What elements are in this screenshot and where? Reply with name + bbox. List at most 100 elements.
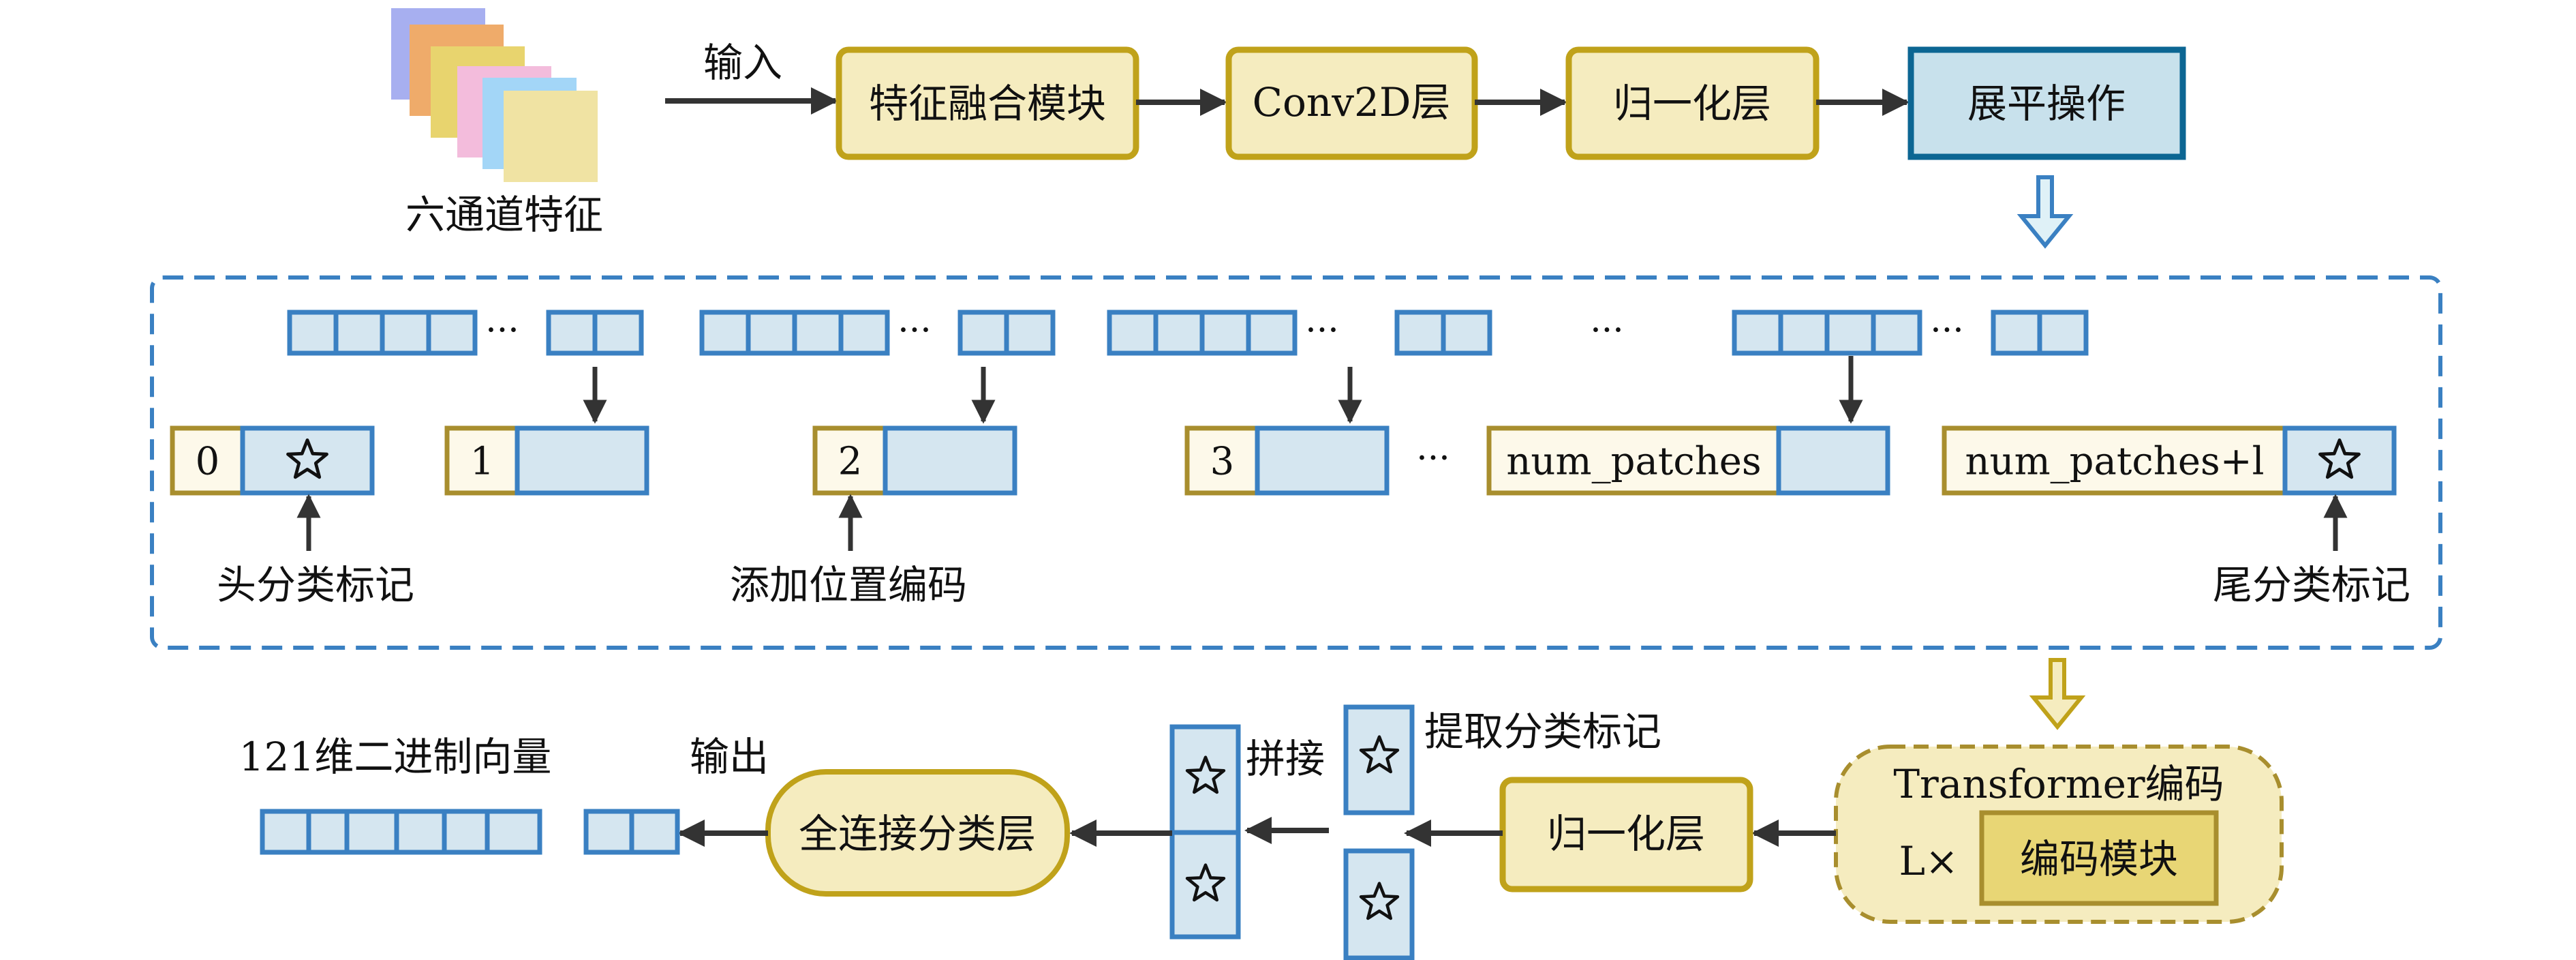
vector-cell (306, 809, 350, 855)
ellipsis: ··· (1305, 310, 1339, 351)
embedding-cell (1776, 425, 1890, 496)
concatenated-cls-tokens (1169, 724, 1241, 940)
vector-cell (1394, 310, 1446, 356)
transformer-encoder[interactable]: Transformer编码 L× 编码模块 (1834, 745, 2284, 924)
vector-cell (380, 310, 431, 356)
position-index: 0 (196, 440, 220, 484)
channels-label: 六通道特征 (405, 192, 603, 238)
ellipsis: ··· (1416, 438, 1450, 479)
vector-cell (260, 809, 311, 855)
vector-cell (1004, 310, 1056, 356)
embedding-cell (515, 425, 649, 496)
transformer-label: Transformer编码 (1893, 761, 2224, 807)
vector-cell (546, 310, 598, 356)
patch-vector: ··· (699, 310, 1056, 356)
box-fc-classifier[interactable]: 全连接分类层 (765, 769, 1070, 897)
token-3: 3 (1184, 425, 1390, 496)
vector-cell (792, 310, 844, 356)
input-label: 输入 (703, 40, 782, 86)
vector-cell (333, 310, 385, 356)
vector-cell (2037, 310, 2089, 356)
embedding-cell (883, 425, 1017, 496)
extract-label: 提取分类标记 (1424, 708, 1661, 755)
vector-cell (394, 809, 447, 855)
patch-vector: ··· (287, 310, 644, 356)
token-5: num_patches+l (1942, 425, 2397, 496)
embedding-cell (240, 425, 375, 496)
vector-cell (1991, 310, 2042, 356)
box-feature-fusion[interactable]: 特征融合模块 (835, 46, 1139, 160)
vector-cell (1732, 310, 1783, 356)
repeat-label: L× (1899, 838, 1958, 884)
embedding-cell (1255, 425, 1390, 496)
embedding-cell (2282, 425, 2397, 496)
box-conv2d[interactable]: Conv2D层 (1225, 46, 1478, 160)
extracted-cls-token-head (1343, 704, 1415, 815)
token-2: 2 (812, 425, 1017, 496)
hollow-down-arrow-blue (2017, 175, 2074, 249)
embedding-region (150, 275, 2442, 650)
vector-cell (1441, 310, 1492, 356)
vector-cell (592, 310, 644, 356)
svg-text:Conv2D层: Conv2D层 (1253, 79, 1451, 125)
concat-label: 拼接 (1246, 736, 1325, 782)
vector-cell (746, 310, 797, 356)
position-index: 3 (1210, 440, 1235, 484)
ellipsis: ··· (485, 310, 519, 351)
box-flatten[interactable]: 展平操作 (1907, 46, 2186, 160)
pos-enc-label: 添加位置编码 (730, 562, 967, 608)
vector-cell (1107, 310, 1159, 356)
vector-cell (699, 310, 751, 356)
output-vector-tail (583, 809, 680, 855)
svg-text:特征融合模块: 特征融合模块 (869, 80, 1106, 127)
vector-cell (1871, 310, 1922, 356)
svg-text:全连接分类层: 全连接分类层 (799, 811, 1036, 857)
output-vector (260, 809, 680, 855)
position-index: num_patches (1506, 440, 1761, 484)
svg-text:展平操作: 展平操作 (1967, 80, 2126, 127)
vector-cell (287, 310, 339, 356)
token-4: num_patches (1486, 425, 1890, 496)
svg-text:归一化层: 归一化层 (1547, 811, 1705, 857)
channel-square (504, 91, 598, 182)
token-sequence: 0 1 2 3 num_patches num_patches+l ··· (170, 425, 2397, 551)
ellipsis: ··· (898, 310, 932, 351)
svg-text:归一化层: 归一化层 (1613, 80, 1771, 127)
patch-vector: ··· (1732, 310, 2089, 356)
vector-cell (1824, 310, 1876, 356)
patch-vectors: ··· ··· ··· ··· ··· (287, 310, 2089, 424)
vector-label: 121维二进制向量 (239, 734, 552, 780)
hollow-down-arrow-yellow (2029, 658, 2086, 730)
vector-cell (1778, 310, 1830, 356)
ellipsis: ··· (1590, 310, 1624, 351)
vector-cell (838, 310, 890, 356)
position-index: 2 (838, 440, 863, 484)
vector-cell (957, 310, 1009, 356)
head-cls-label: 头分类标记 (217, 562, 414, 608)
tail-cls-label: 尾分类标记 (2213, 562, 2410, 608)
six-channel-features (391, 8, 598, 182)
token-0: 0 (170, 425, 375, 496)
vector-cell (442, 809, 490, 855)
vector-cell (344, 809, 399, 855)
svg-text:编码模块: 编码模块 (2020, 836, 2178, 882)
vector-cell (1199, 310, 1251, 356)
vector-cell (426, 310, 478, 356)
patch-vector: ··· (1107, 310, 1492, 356)
box-normalization-top[interactable]: 归一化层 (1565, 46, 1820, 160)
extracted-cls-token-tail (1343, 848, 1415, 960)
output-label: 输出 (690, 734, 769, 780)
position-index: 1 (470, 440, 495, 484)
vector-cell (583, 809, 634, 855)
position-index: num_patches+l (1965, 440, 2264, 484)
token-1: 1 (444, 425, 649, 496)
output-vector-main (260, 809, 542, 855)
ellipsis: ··· (1930, 310, 1964, 351)
position-index-cell (1942, 425, 2288, 496)
vector-cell (1153, 310, 1205, 356)
vector-cell (485, 809, 542, 855)
vector-cell (1246, 310, 1298, 356)
encoder-block[interactable]: 编码模块 (1979, 810, 2219, 906)
box-normalization-bottom[interactable]: 归一化层 (1499, 777, 1753, 892)
